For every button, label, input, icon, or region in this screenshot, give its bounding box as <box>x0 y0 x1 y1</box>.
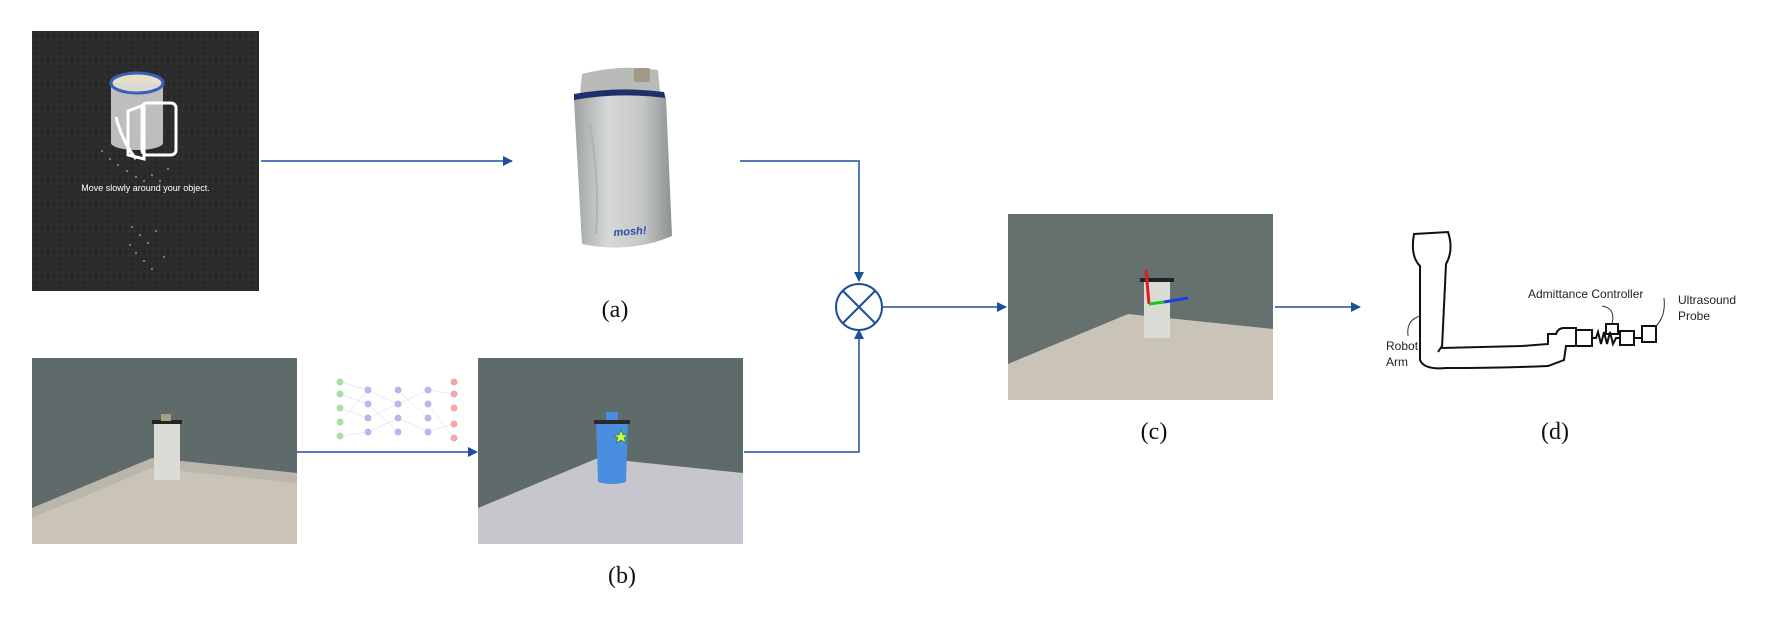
segmentation-output <box>478 358 743 544</box>
robot-arm-diagram: Robot Arm Admittance Controller Ultrasou… <box>1380 220 1740 390</box>
label-ultrasound-probe-1: Ultrasound <box>1678 293 1737 307</box>
scan-instruction-text: Move slowly around your object. <box>81 183 210 193</box>
input-photo <box>32 358 297 544</box>
caption-a: (a) <box>601 297 629 323</box>
caption-c: (c) <box>1140 419 1168 445</box>
label-robot-arm-1: Robot <box>1386 339 1419 353</box>
caption-d: (d) <box>1541 419 1569 445</box>
pose-estimation-image <box>1008 214 1273 400</box>
arrow-model-to-junction <box>740 160 864 282</box>
cup-3d-model: mosh! <box>560 64 690 264</box>
arrow-segmentation-to-junction <box>744 329 864 453</box>
neural-network-icon <box>332 374 462 446</box>
label-robot-arm-2: Arm <box>1386 355 1408 369</box>
caption-b: (b) <box>608 563 636 589</box>
label-admittance-controller: Admittance Controller <box>1528 287 1644 301</box>
combine-junction-icon <box>835 283 883 331</box>
scan-capture-image: Move slowly around your object. <box>32 31 259 291</box>
label-ultrasound-probe-2: Probe <box>1678 309 1711 323</box>
